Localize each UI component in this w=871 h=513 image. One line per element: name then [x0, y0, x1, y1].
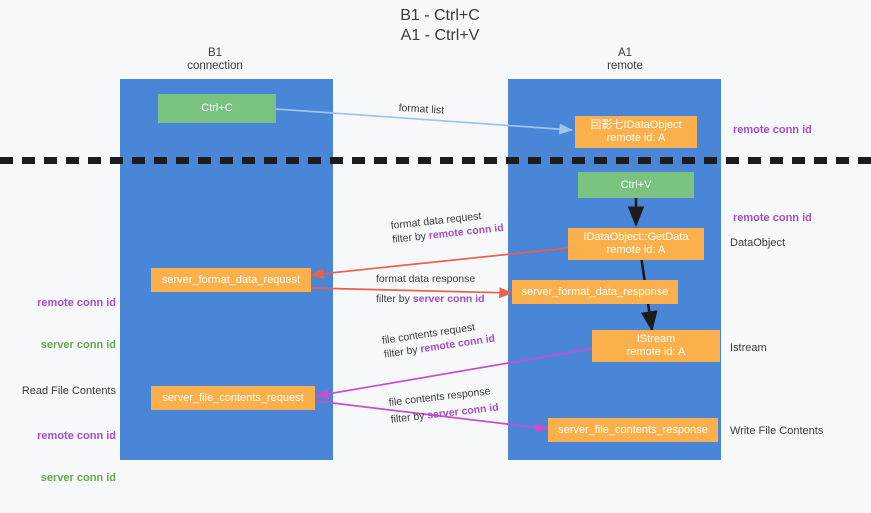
page-title: B1 - Ctrl+C A1 - Ctrl+V	[400, 7, 480, 44]
lane-header-b1-line1: B1	[207, 47, 223, 59]
node-ctrl-v[interactable]: Ctrl+V	[578, 172, 694, 198]
node-server-format-data-request-label: server_format_data_request	[161, 273, 301, 286]
node-istream[interactable]: IStream remote id: A	[592, 330, 720, 362]
left-note-read-file-contents: Read File Contents	[21, 385, 116, 397]
node-istream-label-2: remote id: A	[626, 346, 686, 358]
node-ctrl-v-label: Ctrl+V	[620, 178, 652, 191]
edge-label-file-contents-response: file contents response filter by server …	[388, 384, 499, 427]
edge-label-file-contents-request: file contents request filter by remote c…	[381, 318, 496, 362]
left-note-conn-ids-2: remote conn id server conn id	[18, 401, 116, 513]
node-server-file-contents-response[interactable]: server_file_contents_response	[548, 418, 718, 442]
node-idataobject-remote-label-1: 囙影七IDataObject	[590, 119, 682, 131]
edge-label-format-data-response-highlight: server conn id	[412, 293, 485, 305]
node-idataobject-getdata[interactable]: IDataObject::GetData remote id: A	[568, 228, 704, 260]
left-note-server-conn-id-2: server conn id	[40, 472, 116, 484]
left-note-remote-conn-id-2: remote conn id	[37, 430, 116, 442]
node-idataobject-getdata-label-1: IDataObject::GetData	[583, 231, 689, 243]
lane-header-a1-line2: remote	[607, 60, 643, 72]
lane-header-a1-line1: A1	[617, 47, 633, 59]
right-note-write-file-contents: Write File Contents	[730, 425, 824, 437]
edge-label-format-data-response-line2: filter by server conn id	[376, 293, 485, 305]
node-server-file-contents-request-label: server_file_contents_request	[162, 391, 304, 404]
left-note-remote-conn-id: remote conn id	[37, 297, 116, 309]
right-note-istream: Istream	[730, 342, 767, 354]
node-server-format-data-request[interactable]: server_format_data_request	[151, 268, 311, 292]
node-idataobject-getdata-label-2: remote id: A	[606, 244, 666, 256]
node-ctrl-c[interactable]: Ctrl+C	[158, 94, 276, 123]
node-server-format-data-response-label: server_format_data_response	[521, 285, 669, 298]
node-idataobject-remote[interactable]: 囙影七IDataObject remote id: A	[575, 116, 697, 148]
node-server-file-contents-response-label: server_file_contents_response	[558, 423, 708, 436]
edge-label-file-contents-response-highlight: server conn id	[426, 401, 500, 422]
node-istream-label-1: IStream	[636, 333, 676, 345]
left-note-server-conn-id: server conn id	[40, 339, 116, 351]
node-idataobject-remote-label-2: remote id: A	[606, 132, 666, 144]
edge-label-format-data-response: format data response filter by server co…	[376, 272, 485, 306]
node-server-format-data-response[interactable]: server_format_data_response	[512, 280, 678, 304]
lane-header-b1-line2: connection	[187, 60, 243, 72]
diagram-canvas: B1 - Ctrl+C A1 - Ctrl+V B1 connection A1…	[0, 7, 871, 484]
edge-label-format-data-response-line1: format data response	[376, 273, 476, 285]
edge-label-format-data-request: format data request filter by remote con…	[390, 207, 504, 247]
edge-label-format-list: format list	[398, 101, 445, 117]
right-note-remote-conn-id-mid: remote conn id	[733, 212, 812, 224]
left-note-conn-ids: remote conn id server conn id	[18, 268, 116, 380]
node-server-file-contents-request[interactable]: server_file_contents_request	[151, 386, 315, 410]
node-ctrl-c-label: Ctrl+C	[201, 102, 233, 114]
right-note-dataobject: DataObject	[730, 237, 786, 249]
lane-header-a1: A1 remote	[565, 47, 685, 73]
lane-header-b1: B1 connection	[155, 47, 275, 73]
right-note-remote-conn-id-top: remote conn id	[733, 124, 812, 136]
